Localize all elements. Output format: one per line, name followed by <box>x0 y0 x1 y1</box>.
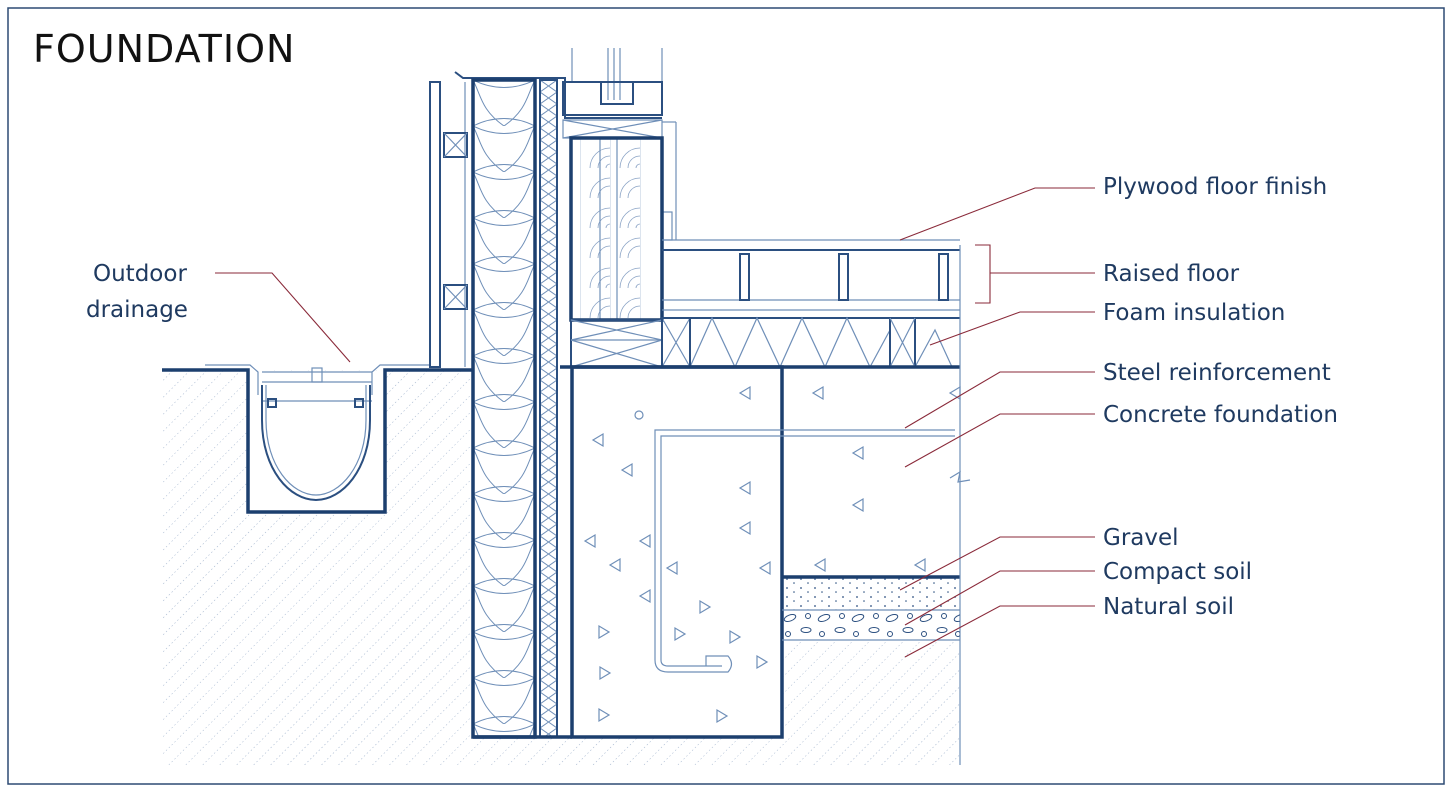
label-outdoor-drainage-1: Outdoor <box>93 261 187 287</box>
wall-insulation <box>471 78 537 739</box>
label-steel-reinforcement: Steel reinforcement <box>1103 360 1331 386</box>
label-raised-floor: Raised floor <box>1103 261 1240 287</box>
aggregate-mark <box>738 520 751 536</box>
gravel-layer <box>782 578 960 610</box>
diagram-title: FOUNDATION <box>33 27 295 71</box>
compact-soil-layer <box>782 611 960 640</box>
aggregate-mark <box>756 654 769 670</box>
aggregate-mark <box>583 533 596 549</box>
aggregate-mark <box>913 557 926 573</box>
label-natural-soil: Natural soil <box>1103 594 1234 620</box>
aggregate-mark <box>599 665 612 681</box>
aggregate-mark <box>948 385 961 401</box>
aggregate-mark <box>851 445 864 461</box>
aggregate-mark <box>729 629 742 645</box>
timber-wall <box>562 48 677 368</box>
concrete-foundation <box>473 245 971 765</box>
raised-floor-assembly <box>661 239 960 369</box>
label-outdoor-drainage-2: drainage <box>86 297 188 323</box>
label-concrete-foundation: Concrete foundation <box>1103 402 1338 428</box>
label-gravel: Gravel <box>1103 525 1179 551</box>
frame-border <box>7 7 1445 785</box>
wood-fibre-board <box>539 79 558 738</box>
aggregate-mark <box>738 385 751 401</box>
aggregate-mark <box>598 707 611 723</box>
aggregate-mark <box>674 626 687 642</box>
natural-soil-hatch <box>162 370 960 765</box>
aggregate-mark <box>638 533 651 549</box>
concrete-aggregate <box>583 385 961 724</box>
leader-lines <box>215 187 1095 658</box>
label-compact-soil: Compact soil <box>1103 559 1252 585</box>
aggregate-mark <box>665 560 678 576</box>
aggregate-mark <box>811 385 824 401</box>
aggregate-mark <box>851 497 864 513</box>
label-plywood-floor-finish: Plywood floor finish <box>1103 174 1327 200</box>
aggregate-mark <box>591 432 604 448</box>
aggregate-mark <box>758 560 771 576</box>
exterior-cladding <box>429 71 662 368</box>
aggregate-mark <box>620 462 633 478</box>
aggregate-mark <box>598 624 611 640</box>
aggregate-mark <box>738 480 751 496</box>
aggregate-mark <box>813 557 826 573</box>
aggregate-mark <box>608 557 621 573</box>
outdoor-drainage <box>162 364 473 514</box>
aggregate-mark <box>716 708 729 724</box>
aggregate-mark <box>638 588 651 604</box>
aggregate-mark <box>699 599 712 615</box>
label-foam-insulation: Foam insulation <box>1103 300 1285 326</box>
